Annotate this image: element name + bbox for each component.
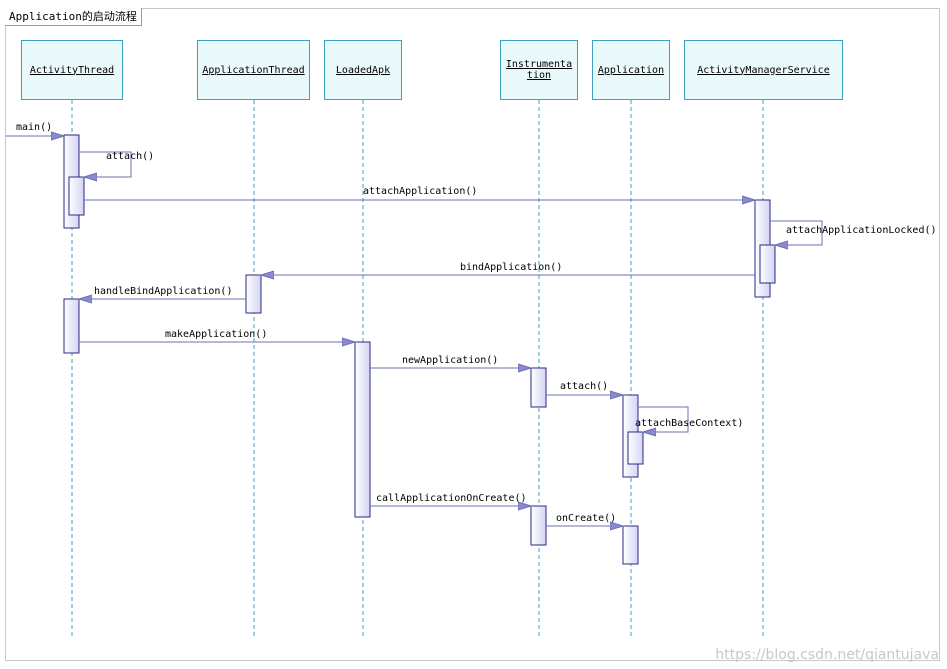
message-label-callapplicationoncreate: callApplicationOnCreate() bbox=[376, 493, 527, 504]
activation-apt bbox=[245, 274, 262, 314]
diagram-frame bbox=[5, 8, 940, 661]
activation-la bbox=[354, 341, 371, 518]
lifeline-applicationthread: ApplicationThread bbox=[197, 40, 310, 100]
activation-ins-call bbox=[530, 505, 547, 546]
lifeline-application: Application bbox=[592, 40, 670, 100]
message-label-main: main() bbox=[16, 122, 52, 133]
message-label-attachapplication: attachApplication() bbox=[363, 186, 477, 197]
activation-at-attach bbox=[68, 176, 85, 216]
message-label-makeapplication: makeApplication() bbox=[165, 329, 267, 340]
message-arrow-attachapplicationlocked bbox=[770, 220, 823, 245]
activation-app-oncreate bbox=[622, 525, 639, 565]
message-arrow-attachbasecontext bbox=[638, 406, 689, 432]
message-label-handlebindapplication: handleBindApplication() bbox=[94, 286, 232, 297]
message-label-attach-self: attach() bbox=[106, 151, 154, 162]
diagram-title: Application的启动流程 bbox=[5, 8, 142, 26]
message-arrow-attach-self bbox=[79, 151, 132, 177]
message-label-attachapplicationlocked: attachApplicationLocked() bbox=[786, 225, 937, 236]
message-label-app-attach: attach() bbox=[560, 381, 608, 392]
message-label-newapplication: newApplication() bbox=[402, 355, 498, 366]
lifeline-activitythread: ActivityThread bbox=[21, 40, 123, 100]
lifeline-loadedapk: LoadedApk bbox=[324, 40, 402, 100]
lifeline-instrumentation: Instrumentation bbox=[500, 40, 578, 100]
message-label-attachbasecontext: attachBaseContext) bbox=[635, 418, 743, 429]
activation-app-base bbox=[627, 431, 644, 465]
activation-ins-new bbox=[530, 367, 547, 408]
message-label-oncreate: onCreate() bbox=[556, 513, 616, 524]
lifeline-activitymanagerservice: ActivityManagerService bbox=[684, 40, 843, 100]
activation-ams-locked bbox=[759, 244, 776, 284]
message-label-bindapplication: bindApplication() bbox=[460, 262, 562, 273]
activation-at-handle bbox=[63, 298, 80, 354]
watermark-text: https://blog.csdn.net/qiantujava bbox=[715, 647, 939, 663]
